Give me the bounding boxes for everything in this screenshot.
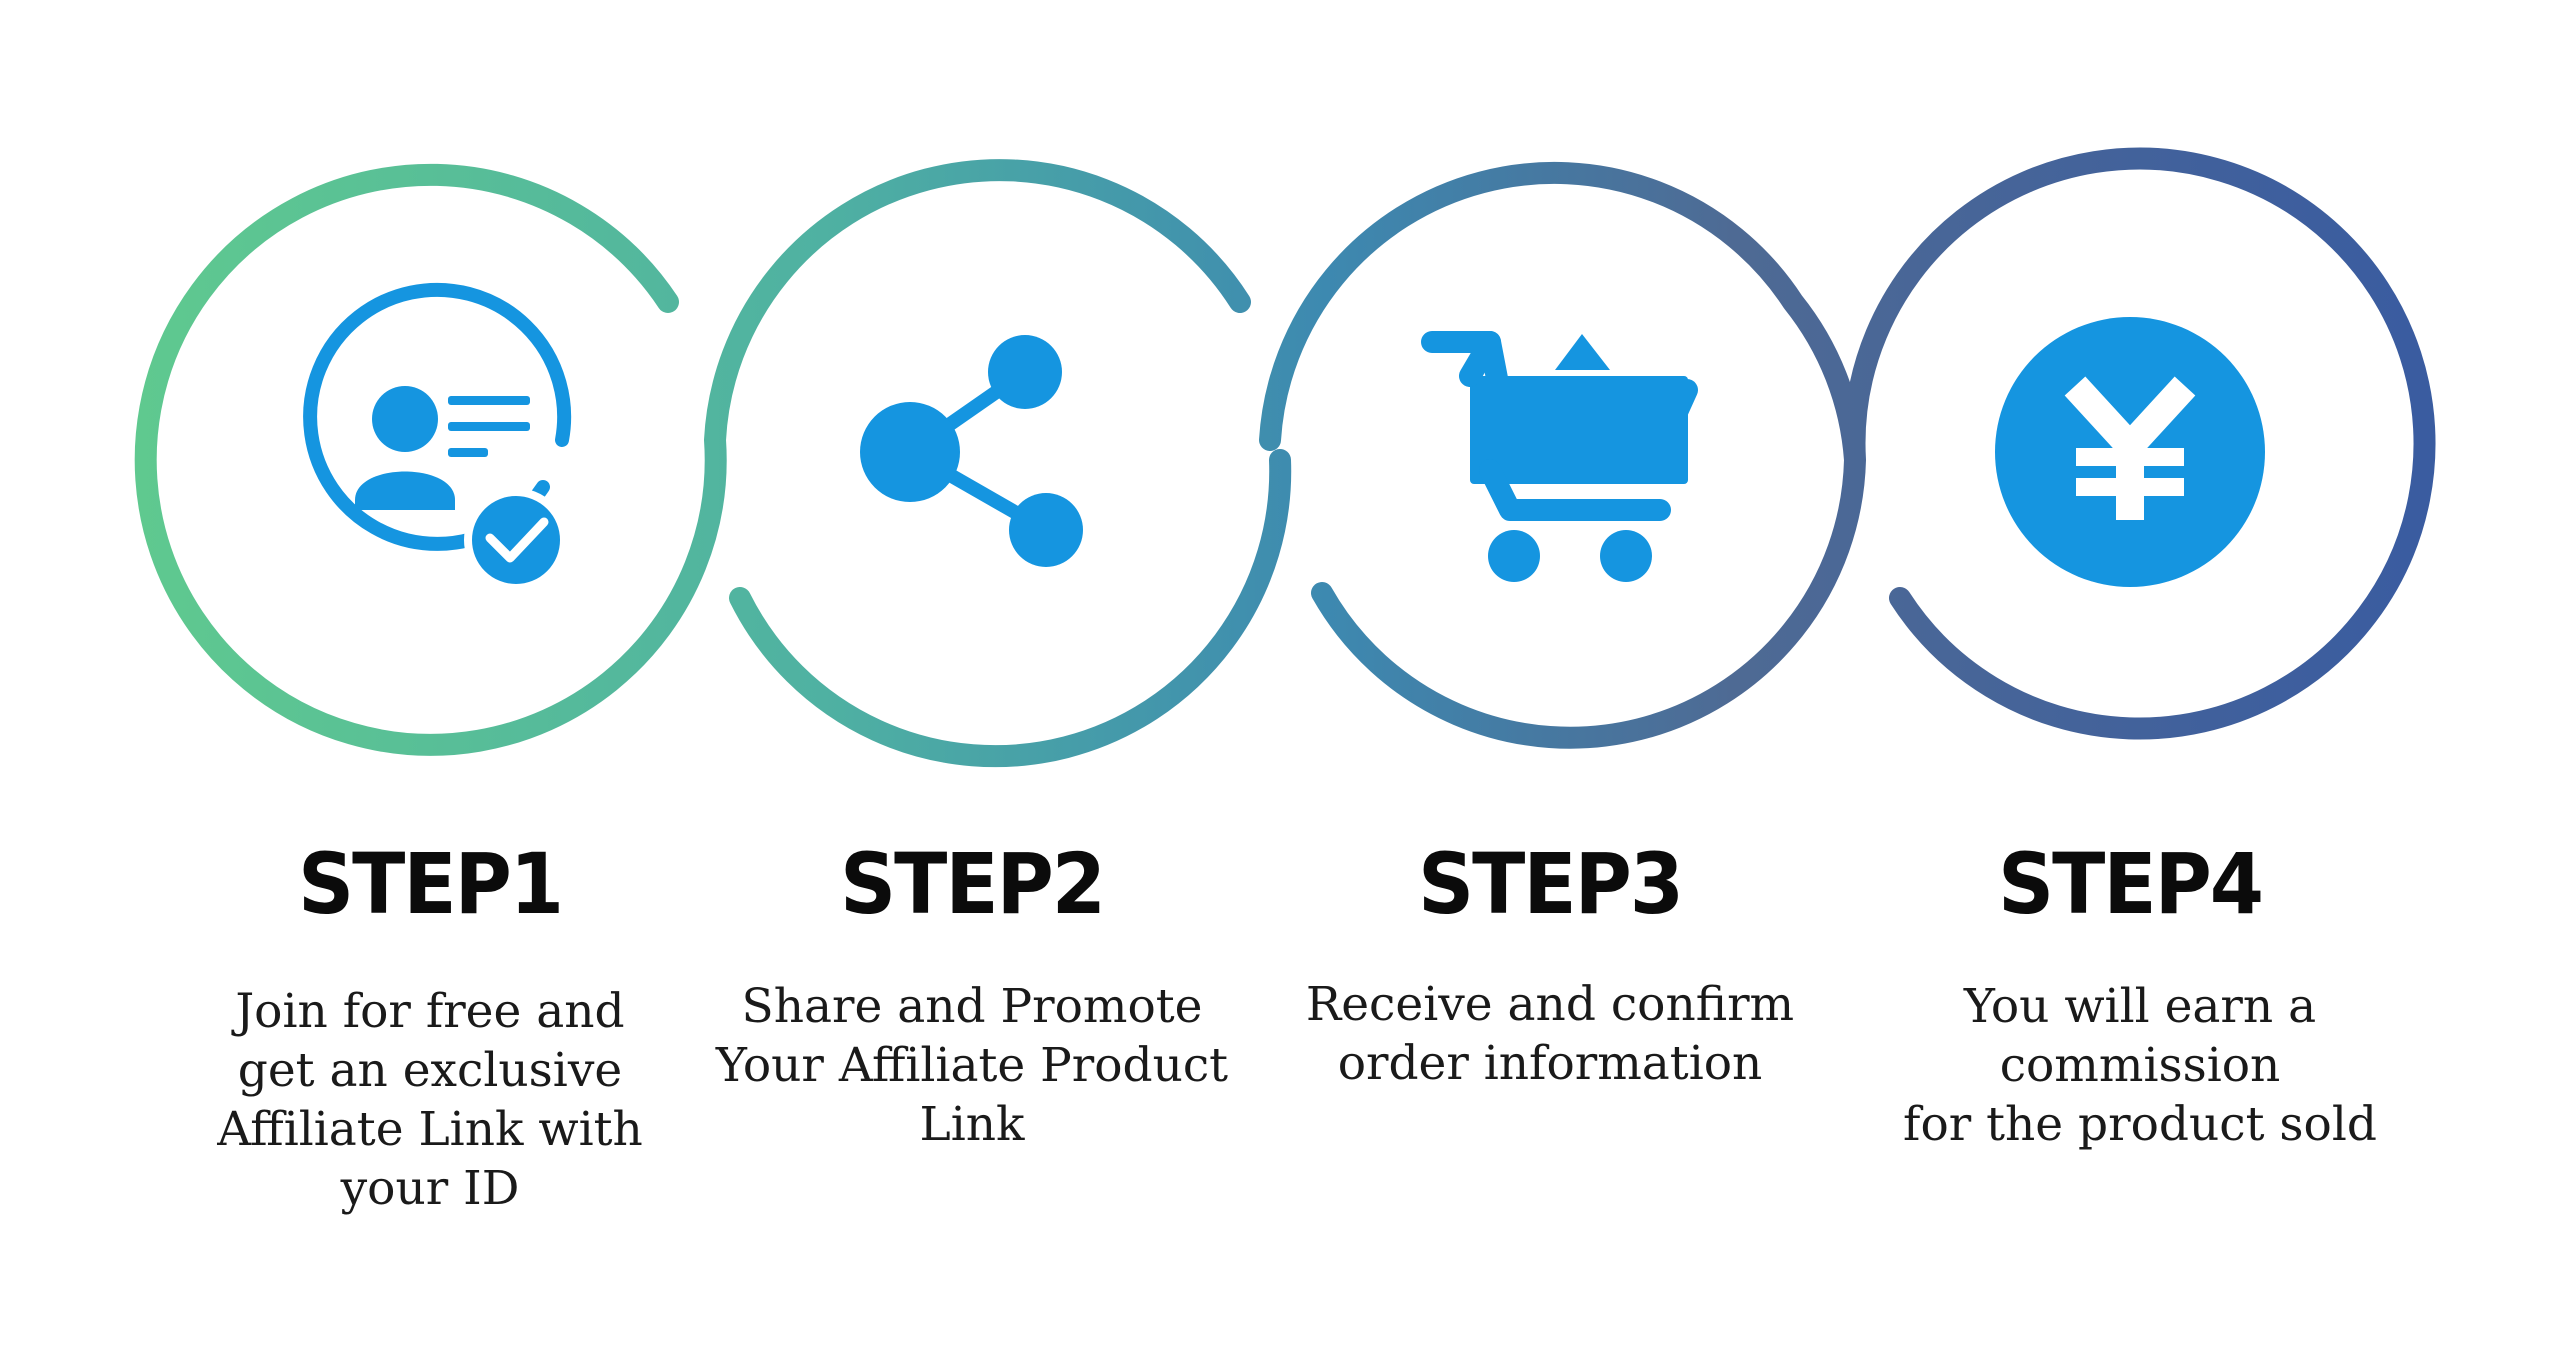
description-line: Share and Promote <box>741 979 1203 1034</box>
step-1: STEP1 Join for free and get an exclusive… <box>150 836 710 1218</box>
step-title: STEP3 <box>1417 836 1684 934</box>
step-title: STEP2 <box>839 836 1106 934</box>
step-description: You will earn a commission for the produ… <box>1850 977 2430 1154</box>
description-line: Join for free and <box>235 984 625 1039</box>
share-icon <box>860 335 1083 567</box>
description-line: for the product sold <box>1903 1097 2377 1152</box>
user-id-verified-icon <box>303 282 572 592</box>
description-line: your ID <box>340 1161 520 1216</box>
connector-wave <box>134 147 2436 768</box>
step-description: Receive and confirm order information <box>1290 975 1810 1093</box>
description-line: order information <box>1337 1036 1763 1091</box>
step-3: STEP3 Receive and confirm order informat… <box>1270 836 1830 1093</box>
step-title: STEP1 <box>297 836 564 934</box>
shopping-cart-icon <box>1421 331 1698 582</box>
step-2: STEP2 Share and Promote Your Affiliate P… <box>692 836 1252 1154</box>
step-description: Join for free and get an exclusive Affil… <box>210 982 650 1218</box>
step-title: STEP4 <box>1997 836 2264 934</box>
description-line: You will earn a commission <box>1963 979 2317 1093</box>
description-line: Link <box>919 1097 1025 1152</box>
step-4: STEP4 You will earn a commission for the… <box>1850 836 2410 1154</box>
step-description: Share and Promote Your Affiliate Product… <box>712 977 1232 1154</box>
description-line: Receive and confirm <box>1305 977 1795 1032</box>
description-line: Affiliate Link with <box>217 1102 643 1157</box>
yen-coin-icon <box>1995 317 2265 587</box>
description-line: Your Affiliate Product <box>715 1038 1229 1093</box>
description-line: get an exclusive <box>237 1043 623 1098</box>
